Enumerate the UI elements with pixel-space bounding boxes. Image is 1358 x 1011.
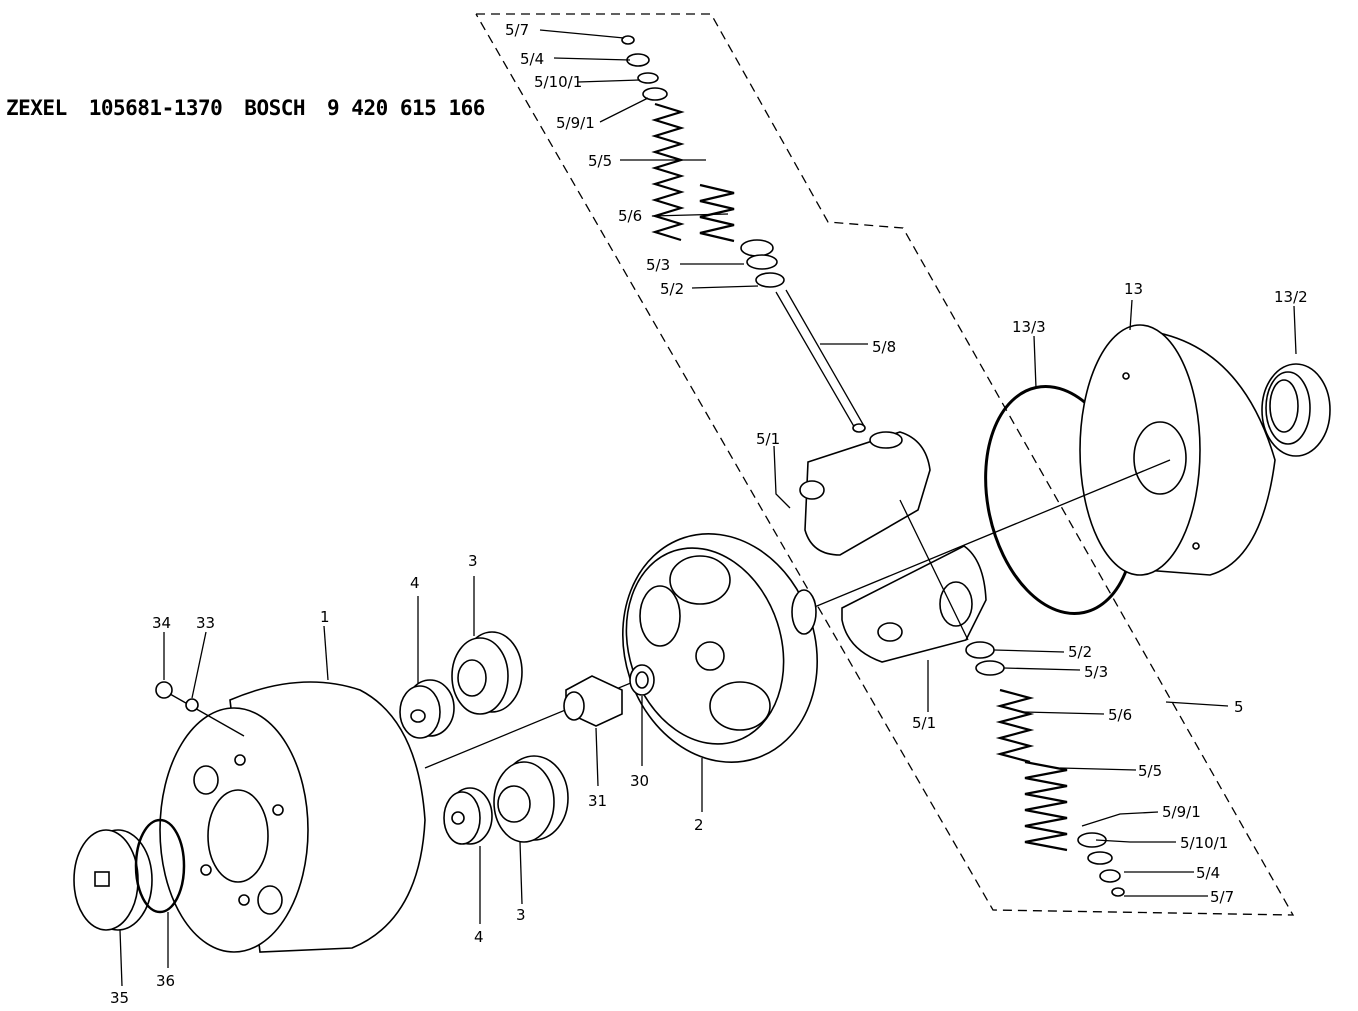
label-bottom-5-7: 5/7	[1210, 888, 1234, 906]
slider-lower	[841, 545, 987, 663]
label-top-5-5: 5/5	[588, 152, 612, 170]
label-31: 31	[588, 792, 607, 810]
bosch-part-number: 9 420 615 166	[327, 96, 485, 120]
upper-spring-stack	[621, 35, 866, 433]
pin-4-upper	[399, 679, 455, 739]
screw-34	[155, 681, 245, 737]
slider-link-line	[899, 499, 969, 641]
label-top-5-4: 5/4	[520, 50, 544, 68]
label-4-upper: 4	[410, 574, 420, 592]
label-35: 35	[110, 989, 129, 1007]
label-30: 30	[630, 772, 649, 790]
label-5-8: 5/8	[872, 338, 896, 356]
part-number-header: ZEXEL 105681-1370 BOSCH 9 420 615 166	[6, 96, 507, 120]
label-bottom-5-10-1: 5/10/1	[1180, 834, 1228, 852]
ring-36	[134, 818, 186, 914]
label-5: 5	[1234, 698, 1244, 716]
washer-33	[185, 698, 199, 712]
label-33: 33	[196, 614, 215, 632]
label-5-1-lower: 5/1	[912, 714, 936, 732]
assembly-5-boundary	[475, 13, 1295, 916]
label-13-2: 13/2	[1274, 288, 1308, 306]
label-34: 34	[152, 614, 171, 632]
label-3-upper: 3	[468, 552, 478, 570]
leader-lines	[119, 29, 1297, 987]
maker-bosch: BOSCH	[244, 96, 306, 120]
label-bottom-5-6: 5/6	[1108, 706, 1132, 724]
lower-spring-stack	[965, 641, 1125, 897]
label-bottom-5-3: 5/3	[1084, 663, 1108, 681]
cam-plate-2	[621, 533, 819, 763]
label-bottom-5-5: 5/5	[1138, 762, 1162, 780]
slider-upper	[799, 431, 931, 556]
label-5-1-upper: 5/1	[756, 430, 780, 448]
seal-13-2	[1261, 363, 1331, 457]
label-bottom-5-9-1: 5/9/1	[1162, 803, 1201, 821]
zexel-part-number: 105681-1370	[88, 96, 223, 120]
end-cover-13	[1079, 324, 1276, 576]
label-top-5-7: 5/7	[505, 21, 529, 39]
label-top-5-6: 5/6	[618, 207, 642, 225]
maker-zexel: ZEXEL	[6, 96, 67, 120]
label-bottom-5-4: 5/4	[1196, 864, 1220, 882]
pump-housing-1	[159, 681, 426, 953]
plug-35	[73, 829, 153, 931]
label-13: 13	[1124, 280, 1143, 298]
label-bottom-5-2: 5/2	[1068, 643, 1092, 661]
label-top-5-2: 5/2	[660, 280, 684, 298]
label-1: 1	[320, 608, 330, 626]
label-top-5-3: 5/3	[646, 256, 670, 274]
nut-31	[563, 675, 623, 727]
label-2: 2	[694, 816, 704, 834]
part-labels: 5/7 5/4 5/10/1 5/9/1 5/5 5/6 5/3 5/2 5/8…	[110, 21, 1308, 1007]
label-4-lower: 4	[474, 928, 484, 946]
label-top-5-9-1: 5/9/1	[556, 114, 595, 132]
label-3-lower: 3	[516, 906, 526, 924]
label-13-3: 13/3	[1012, 318, 1046, 336]
pin-4-lower	[443, 787, 493, 845]
roller-3-lower	[493, 755, 569, 843]
label-36: 36	[156, 972, 175, 990]
label-top-5-10-1: 5/10/1	[534, 73, 582, 91]
roller-3-upper	[451, 631, 523, 715]
washer-30-inner	[635, 671, 649, 689]
